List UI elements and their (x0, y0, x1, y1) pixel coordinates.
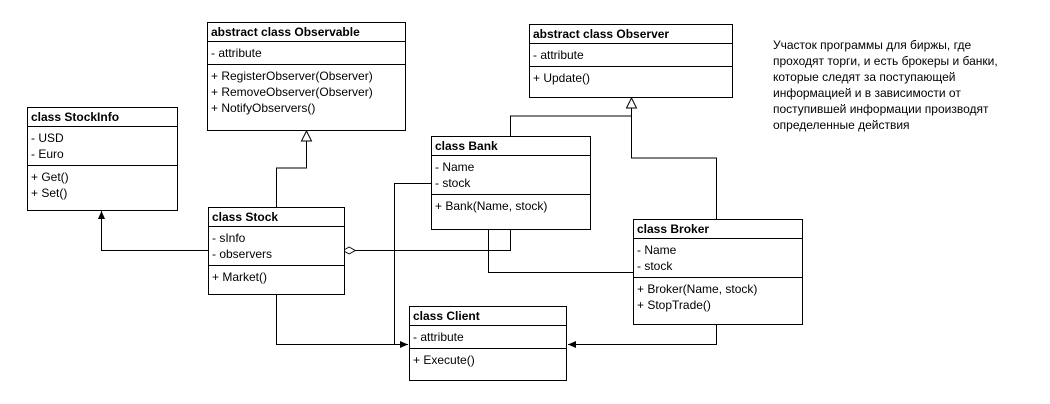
class-bank-attributes: - Name - stock (432, 156, 590, 195)
method: + Execute() (413, 353, 475, 367)
class-stockinfo-methods: + Get() + Set() (28, 166, 177, 204)
class-client-methods: + Execute() (410, 349, 566, 371)
method: + Broker(Name, stock) (637, 282, 758, 296)
class-observer-methods: + Update() (530, 67, 732, 89)
attribute: - USD (31, 131, 64, 145)
class-client: class Client - attribute + Execute() (409, 306, 567, 381)
stock-client-association (276, 295, 408, 349)
class-bank-title: class Bank (432, 137, 590, 156)
class-stock-methods: + Market() (209, 266, 344, 288)
stock-bank-aggregation (342, 230, 511, 255)
attribute: - Name (435, 160, 475, 174)
broker-bank-link (488, 230, 634, 273)
method: + Set() (31, 186, 68, 200)
class-client-attributes: - attribute (410, 326, 566, 349)
attribute: - observers (212, 247, 273, 261)
attribute: - sInfo (212, 231, 246, 245)
class-observable-attributes: - attribute (208, 42, 405, 65)
attribute: - attribute (533, 48, 584, 62)
stock-stockinfo-association (97, 211, 208, 251)
class-stockinfo-title: class StockInfo (28, 108, 177, 127)
attribute: - Euro (31, 147, 64, 161)
method: + StopTrade() (637, 298, 711, 312)
method: + Bank(Name, stock) (435, 199, 548, 213)
method: + NotifyObservers() (211, 101, 316, 115)
class-client-title: class Client (410, 307, 566, 326)
class-observer: abstract class Observer - attribute + Up… (529, 24, 733, 98)
attribute: - attribute (211, 46, 262, 60)
class-observable: abstract class Observable - attribute + … (207, 22, 406, 131)
attribute: - Name (637, 243, 677, 257)
method: + Market() (212, 270, 268, 284)
class-bank-methods: + Bank(Name, stock) (432, 195, 590, 217)
broker-client-association (568, 325, 717, 349)
class-observable-methods: + RegisterObserver(Observer) + RemoveObs… (208, 65, 405, 119)
class-stock: class Stock - sInfo - observers + Market… (208, 207, 345, 295)
description-note: Участок программы для биржы, где проходя… (773, 38, 998, 132)
class-broker: class Broker - Name - stock + Broker(Nam… (633, 219, 803, 325)
class-stock-title: class Stock (209, 208, 344, 227)
class-broker-methods: + Broker(Name, stock) + StopTrade() (634, 278, 802, 316)
broker-observer-inheritance (632, 98, 717, 219)
attribute: - stock (637, 259, 673, 273)
method: + RemoveObserver(Observer) (211, 85, 373, 99)
class-stockinfo: class StockInfo - USD - Euro + Get() + S… (27, 107, 178, 211)
class-stockinfo-attributes: - USD - Euro (28, 127, 177, 166)
class-observer-attributes: - attribute (530, 44, 732, 67)
method: + Update() (533, 71, 591, 85)
bank-observer-inheritance (510, 115, 632, 136)
attribute: - stock (435, 176, 471, 190)
class-broker-title: class Broker (634, 220, 802, 239)
method: + Get() (31, 170, 69, 184)
attribute: - attribute (413, 330, 464, 344)
class-observable-title: abstract class Observable (208, 23, 405, 42)
method: + RegisterObserver(Observer) (211, 69, 373, 83)
class-observer-title: abstract class Observer (530, 25, 732, 44)
class-stock-attributes: - sInfo - observers (209, 227, 344, 266)
stock-observable-inheritance (276, 131, 307, 207)
class-broker-attributes: - Name - stock (634, 239, 802, 278)
class-bank: class Bank - Name - stock + Bank(Name, s… (431, 136, 591, 230)
